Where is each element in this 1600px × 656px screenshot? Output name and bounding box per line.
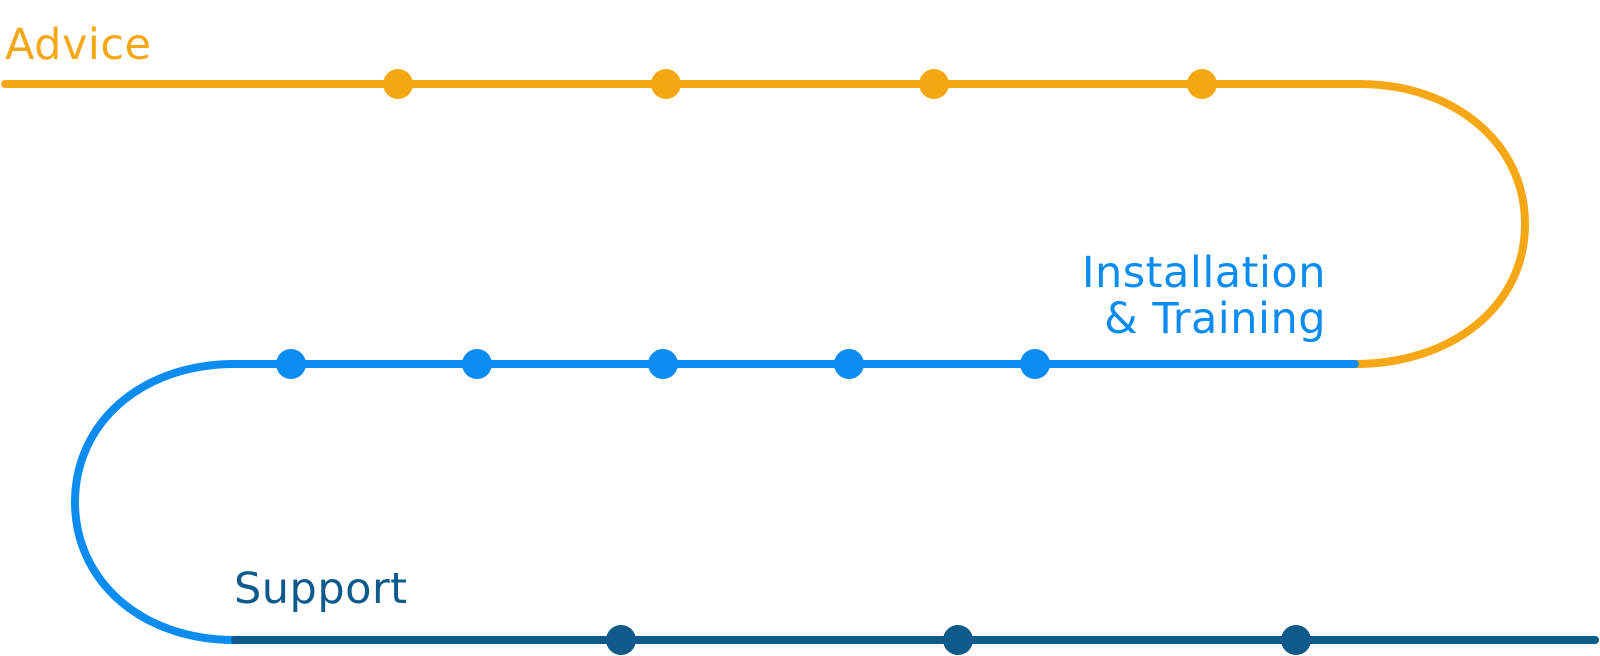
stage-label-support: Support bbox=[234, 564, 408, 614]
stage-label-advice: Advice bbox=[5, 20, 152, 70]
milestone-dot-installation-training bbox=[834, 349, 864, 379]
roadmap-tracks bbox=[1, 80, 1599, 644]
milestone-dot-support bbox=[1281, 625, 1311, 655]
track-installation-training bbox=[70, 360, 1359, 644]
milestone-dot-installation-training bbox=[1020, 349, 1050, 379]
roadmap-milestones bbox=[276, 69, 1311, 655]
milestone-dot-installation-training bbox=[276, 349, 306, 379]
milestone-dot-support bbox=[943, 625, 973, 655]
milestone-dot-advice bbox=[651, 69, 681, 99]
milestone-dot-installation-training bbox=[648, 349, 678, 379]
track-advice bbox=[1, 80, 1530, 368]
stage-label-installation-line-1: Installation bbox=[1081, 248, 1326, 298]
milestone-dot-advice bbox=[383, 69, 413, 99]
stage-label-installation-training: Installation & Training bbox=[1082, 250, 1326, 342]
milestone-dot-installation-training bbox=[462, 349, 492, 379]
stage-label-installation-line-2: & Training bbox=[1104, 294, 1326, 344]
milestone-dot-support bbox=[606, 625, 636, 655]
milestone-dot-advice bbox=[1187, 69, 1217, 99]
milestone-dot-advice bbox=[919, 69, 949, 99]
